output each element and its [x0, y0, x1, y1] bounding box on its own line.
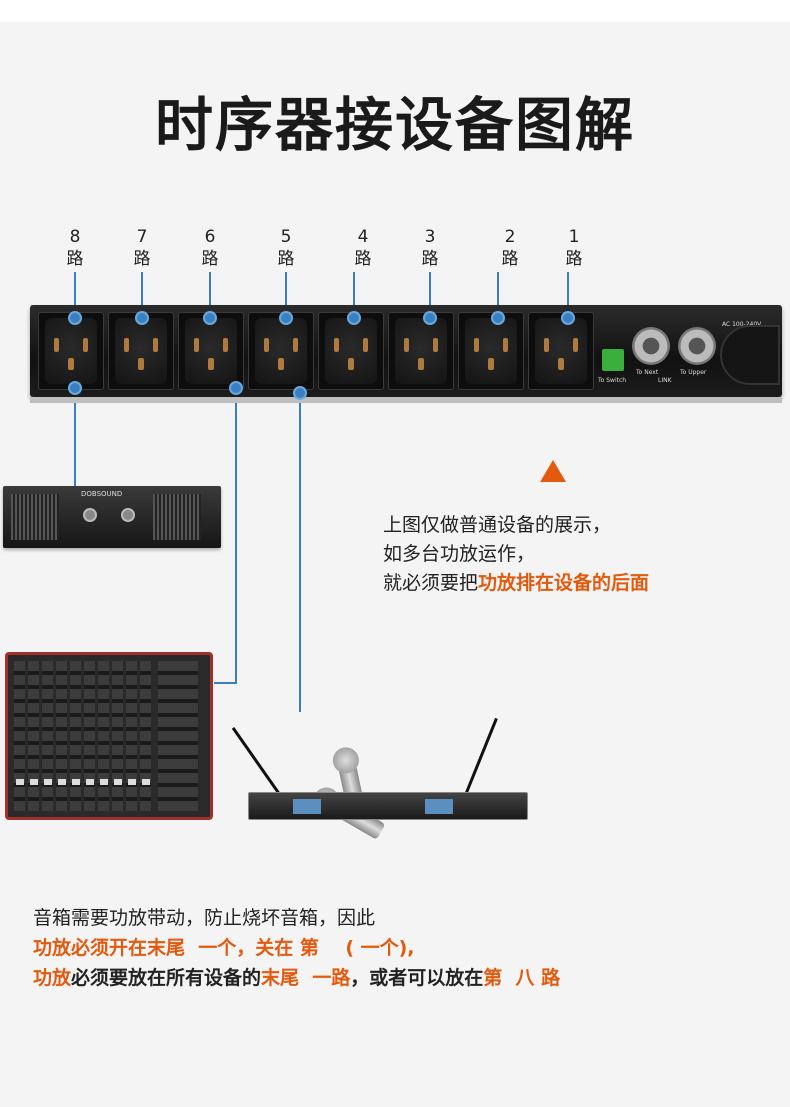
note-text: 上图仅做普通设备的展示， 如多台功放运作， 就必须要把功放排在设备的后面	[383, 514, 650, 594]
power-amplifier: DOBSOUND	[3, 486, 221, 548]
connector-dot	[229, 381, 243, 395]
audio-mixer	[5, 652, 213, 820]
connector-dot	[347, 311, 361, 325]
next-label: To Next	[636, 369, 659, 376]
connector-dot	[293, 386, 307, 400]
connector-dot	[491, 311, 505, 325]
outlet-1	[528, 312, 594, 390]
power-spec-label: AC 100-240V	[722, 321, 762, 328]
link-label: LINK	[658, 377, 672, 384]
top-bar	[0, 0, 790, 22]
power-cable	[720, 325, 780, 385]
outlet-6	[178, 312, 244, 390]
page-title: 时序器接设备图解	[154, 91, 635, 159]
connector-dot	[68, 381, 82, 395]
connector-dot	[203, 311, 217, 325]
power-sequencer: To Switch To Next To Upper LINK AC 100-2…	[30, 305, 782, 403]
sequencer-lip	[30, 397, 782, 403]
amp-knob	[121, 508, 135, 522]
xlr-upper-connector	[678, 327, 716, 365]
outlet-3	[388, 312, 454, 390]
warning-triangle-icon	[540, 460, 566, 482]
connector-dot	[135, 311, 149, 325]
switch-terminal	[602, 349, 624, 371]
bottom-explanation: 音箱需要功放带动，防止烧坏音箱，因此 功放必须开在末尾 一个，关在 第 ( 一个…	[33, 907, 561, 989]
switch-label: To Switch	[598, 377, 627, 384]
connector-dot	[423, 311, 437, 325]
outlet-4	[318, 312, 384, 390]
xlr-next-connector	[632, 327, 670, 365]
amp-grill-left	[11, 494, 59, 540]
amp-knob	[83, 508, 97, 522]
outlet-5	[248, 312, 314, 390]
control-panel: To Switch To Next To Upper LINK AC 100-2…	[594, 313, 761, 389]
amp-grill-right	[153, 494, 201, 540]
connector-dot	[279, 311, 293, 325]
connector-dot	[561, 311, 575, 325]
outlet-2	[458, 312, 524, 390]
outlet-7	[108, 312, 174, 390]
connector-dot	[68, 311, 82, 325]
upper-label: To Upper	[680, 369, 707, 376]
wireless-receiver	[248, 792, 528, 820]
amp-brand: DOBSOUND	[81, 490, 123, 498]
